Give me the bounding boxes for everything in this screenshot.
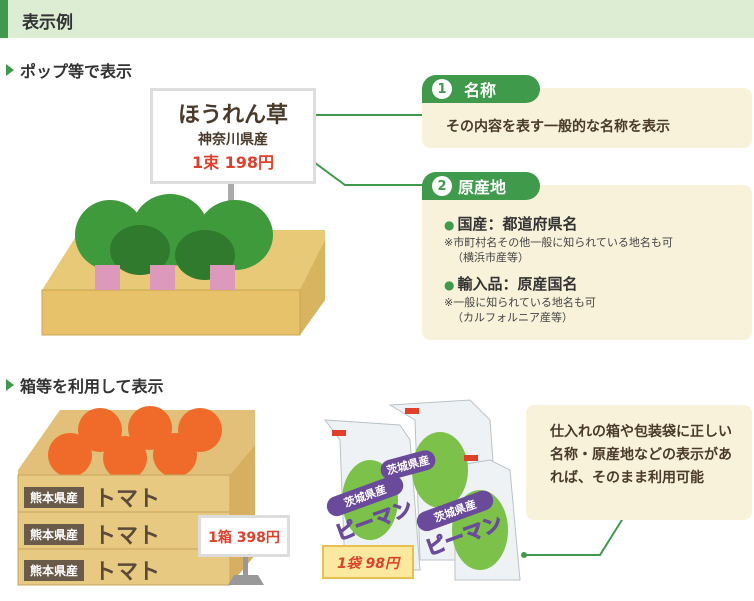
tomato-origin: 熊本県産 [24, 523, 85, 545]
callout-name-tab: 1 名称 [422, 75, 540, 103]
section-box-title: 箱等を利用して表示 [6, 373, 164, 397]
tomato-box-label: 熊本県産トマト [24, 518, 160, 550]
callout-origin-tab: 2 原産地 [422, 172, 540, 200]
pepper-price-tag: 1袋 98円 [322, 545, 414, 579]
tomato-origin: 熊本県産 [24, 486, 85, 508]
pop-price: 1束 198円 [191, 153, 275, 172]
tomato-price-sign: 1箱 398円 [198, 515, 290, 557]
callout-name-title: 名称 [464, 81, 497, 100]
section-pop-title-text: ポップ等で表示 [20, 62, 133, 81]
pop-origin: 神奈川県産 [198, 132, 268, 148]
imported-example: （カルフォルニア産等） [452, 311, 573, 324]
tomato-name: トマト [94, 560, 161, 585]
triangle-icon [6, 64, 14, 76]
header-title: 表示例 [22, 13, 73, 33]
imported-rule: 輸入品：原産国名 [444, 273, 577, 294]
section-pop-title: ポップ等で表示 [6, 58, 132, 82]
domestic-rule: 国産：都道府県名 [444, 213, 577, 234]
triangle-icon [6, 379, 14, 391]
tomato-box-label: 熊本県産トマト [24, 481, 160, 513]
domestic-note: ※市町村名その他一般に知られている地名も可 [444, 236, 673, 249]
header-bar: 表示例 [0, 0, 754, 38]
tomato-box-label: 熊本県産トマト [24, 554, 160, 586]
pop-product-name: ほうれん草 [177, 103, 288, 128]
callout-name-body: その内容を表す一般的な名称を表示 [446, 119, 670, 135]
domestic-example: （横浜市産等） [452, 251, 529, 264]
tomato-name: トマト [94, 524, 161, 549]
spinach-pop-sign: ほうれん草 神奈川県産 1束 198円 [150, 88, 316, 184]
callout-origin-card: 国産：都道府県名 ※市町村名その他一般に知られている地名も可 （横浜市産等） 輸… [422, 185, 752, 340]
number-badge: 1 [432, 79, 452, 99]
number-badge: 2 [432, 176, 452, 196]
section-box-title-text: 箱等を利用して表示 [20, 377, 164, 396]
tomato-name: トマト [94, 487, 161, 512]
tomato-origin: 熊本県産 [24, 559, 85, 581]
imported-note: ※一般に知られている地名も可 [444, 296, 596, 309]
callout-origin-title: 原産地 [458, 178, 507, 197]
reuse-note-card: 仕入れの箱や包装袋に正しい名称・原産地などの表示があれば、そのまま利用可能 [526, 405, 752, 520]
